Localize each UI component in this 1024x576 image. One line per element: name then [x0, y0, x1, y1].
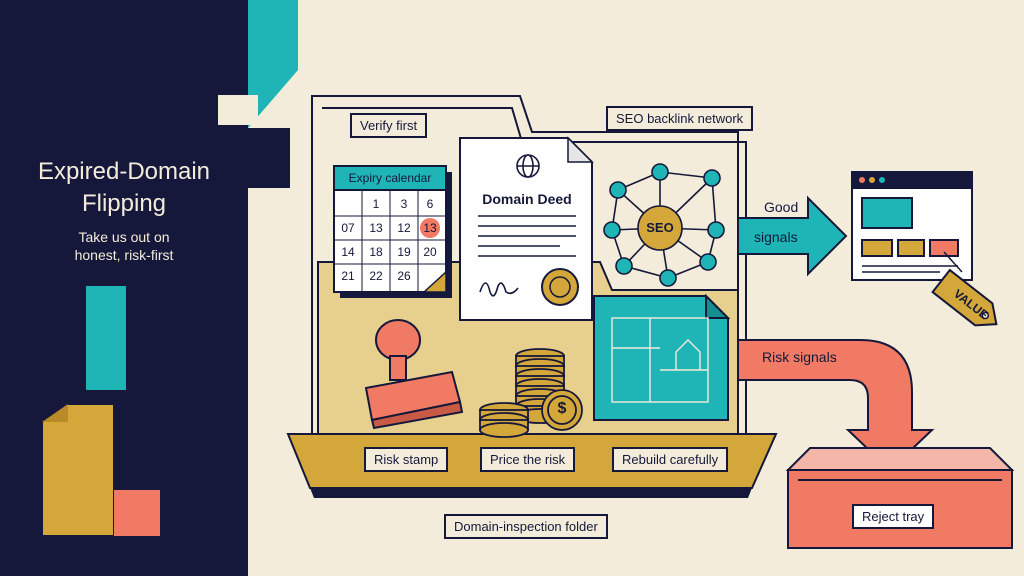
seo-network-label: SEO backlink network: [606, 106, 754, 131]
calendar-day: 12: [397, 221, 411, 235]
rebuild-carefully-label: Rebuild carefully: [612, 447, 729, 472]
seo-hub: [637, 205, 683, 251]
calendar-day: 20: [423, 245, 437, 259]
expiry-calendar-label: Expiry calendar: [348, 171, 432, 185]
page-title: Expired-Domain Flipping: [37, 158, 211, 217]
price-the-risk-label: Price the risk: [480, 447, 576, 472]
navy-block-3: [222, 128, 290, 188]
gold-paper-shape: [41, 403, 115, 537]
risk-signals-label: Risk signals: [762, 349, 837, 365]
globe-icon: [516, 154, 540, 178]
subtitle-line-1: Take us out on: [78, 229, 170, 245]
calendar-day: 1: [373, 197, 380, 211]
coral-block: [114, 490, 160, 536]
seo-hub-label: SEO: [646, 220, 674, 235]
calendar-day: 3: [401, 197, 408, 211]
calendar-day: 22: [369, 269, 383, 283]
calendar-day: 14: [341, 245, 355, 259]
good-label: Good: [764, 199, 799, 215]
calendar-day: 19: [397, 245, 411, 259]
blueprint-icon: [593, 293, 731, 421]
reject-tray-icon: [785, 447, 1015, 549]
calendar-day: 21: [341, 269, 355, 283]
teal-bar: [86, 286, 126, 390]
domain-deed-title: Domain Deed: [482, 191, 572, 207]
seo-network: [603, 163, 725, 287]
calendar-day: 07: [341, 221, 355, 235]
calendar-day: 26: [397, 269, 411, 283]
gold-paper-fold: [42, 404, 68, 422]
gold-seal-icon: [541, 268, 579, 306]
calendar-day: 6: [427, 197, 434, 211]
verify-first-label: Verify first: [350, 113, 428, 138]
calendar-day: 13: [423, 221, 437, 235]
navy-block-2: [218, 95, 258, 125]
teal-corner-shape: [248, 0, 298, 128]
folder-label: Domain-inspection folder: [444, 514, 608, 539]
coin-stacks-icon: [479, 348, 583, 438]
highlighted-day-marker: [420, 218, 440, 238]
folder-tray-edge: [310, 488, 752, 498]
value-tag: [931, 268, 998, 327]
calendar-day: 13: [369, 221, 383, 235]
signals-label: signals: [754, 229, 798, 245]
calendar-day: 18: [369, 245, 383, 259]
domain-deed: [459, 136, 594, 321]
subtitle-line-2: honest, risk-first: [74, 247, 174, 263]
tag-string: [943, 251, 963, 273]
good-signals-arrow: [737, 195, 848, 277]
signature-scribble: [479, 282, 519, 297]
reject-tray-label: Reject tray: [852, 504, 935, 529]
dollar-symbol: $: [557, 400, 567, 417]
risk-stamp-label: Risk stamp: [364, 447, 449, 472]
risk-stamp-icon: [364, 319, 464, 430]
